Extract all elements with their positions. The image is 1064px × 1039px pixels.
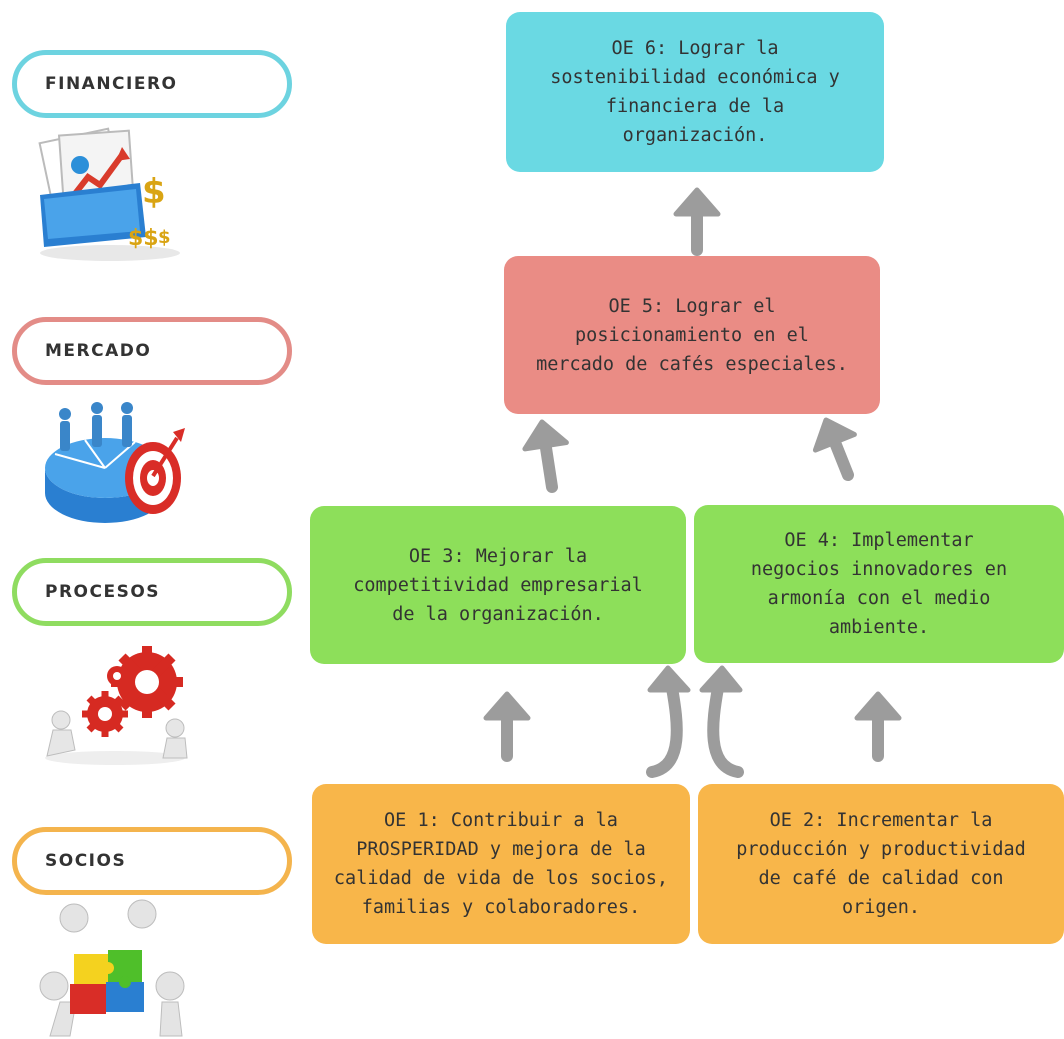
finance-chart-dollar-icon: $ $$ $ — [38, 127, 180, 261]
arrow-oe3-to-oe5-shaft — [539, 439, 558, 493]
objective-oe6: OE 6: Lograr la sostenibilidad económica… — [506, 12, 884, 172]
perspective-mercado: MERCADO — [12, 317, 292, 385]
arrow-oe2-to-oe3-shaft — [646, 682, 683, 778]
market-people-target-icon — [45, 402, 185, 523]
objective-oe2-text: OE 2: Incrementar la producción y produc… — [736, 810, 1026, 918]
perspective-socios: SOCIOS — [12, 827, 292, 895]
perspective-procesos: PROCESOS — [12, 558, 292, 626]
arrow-oe1-to-oe4-shaft — [707, 682, 744, 778]
arrow-oe1-to-oe4-head — [699, 665, 743, 693]
arrow-oe4-to-oe5-head — [812, 417, 857, 453]
perspective-label: SOCIOS — [45, 851, 127, 871]
objective-oe4-text: OE 4: Implementar negocios innovadores e… — [750, 530, 1008, 638]
objective-oe1-text: OE 1: Contribuir a la PROSPERIDAD y mejo… — [333, 810, 669, 918]
perspective-label: PROCESOS — [45, 582, 161, 602]
perspective-label: MERCADO — [45, 341, 152, 361]
svg-text:$: $ — [142, 172, 166, 212]
arrow-oe4-to-oe5-shaft — [828, 436, 854, 481]
objective-oe3-text: OE 3: Mejorar la competitividad empresar… — [353, 545, 643, 625]
objective-oe4: OE 4: Implementar negocios innovadores e… — [694, 505, 1064, 663]
svg-text:$: $ — [158, 227, 171, 248]
objective-oe2: OE 2: Incrementar la producción y produc… — [698, 784, 1064, 944]
svg-text:$$: $$ — [128, 226, 159, 251]
process-gears-icon — [45, 646, 188, 765]
objective-oe6-text: OE 6: Lograr la sostenibilidad económica… — [550, 38, 840, 146]
partners-puzzle-icon — [39, 899, 185, 1037]
objective-oe1: OE 1: Contribuir a la PROSPERIDAD y mejo… — [312, 784, 690, 944]
objective-oe5: OE 5: Lograr el posicionamiento en el me… — [504, 256, 880, 414]
arrow-oe5-to-oe6-head — [673, 187, 721, 217]
arrow-oe3-to-oe5-head — [522, 419, 569, 452]
objective-oe5-text: OE 5: Lograr el posicionamiento en el me… — [536, 295, 848, 375]
objective-oe3: OE 3: Mejorar la competitividad empresar… — [310, 506, 686, 664]
perspective-label: FINANCIERO — [45, 74, 178, 94]
arrow-oe2-to-oe3-head — [647, 665, 691, 693]
arrow-oe1-to-oe3-head — [483, 691, 531, 721]
perspective-financiero: FINANCIERO — [12, 50, 292, 118]
arrow-oe2-to-oe4-head — [854, 691, 902, 721]
